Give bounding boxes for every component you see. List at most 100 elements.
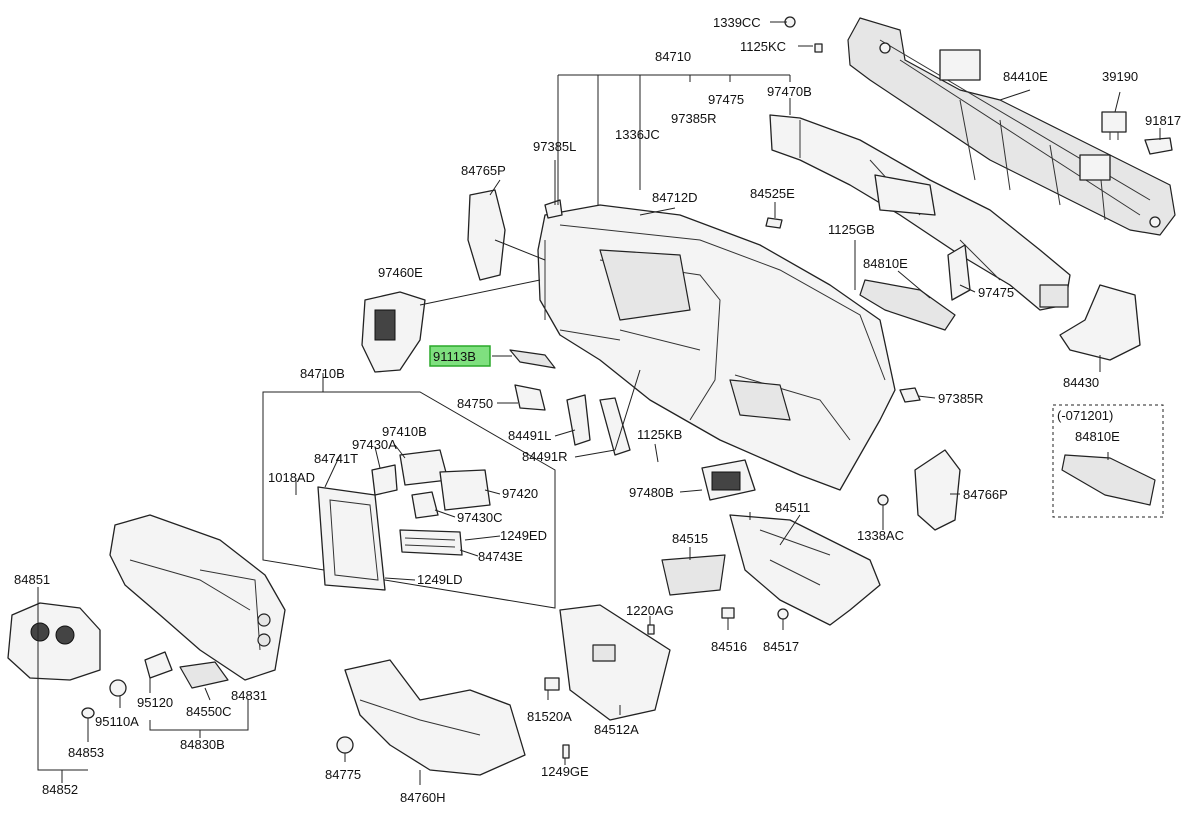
- label-84491R[interactable]: 84491R: [522, 449, 568, 464]
- vent-97480B: [701, 459, 756, 501]
- panel-84515: [661, 554, 726, 596]
- label-84525E[interactable]: 84525E: [750, 186, 795, 201]
- label-1125KC[interactable]: 1125KC: [740, 39, 786, 54]
- label-97475[interactable]: 97475: [978, 285, 1014, 300]
- optional-part-box: [1052, 404, 1164, 518]
- bracket-84430: [1059, 284, 1141, 361]
- part-84525E: [765, 217, 783, 229]
- label-84750[interactable]: 84750: [457, 396, 493, 411]
- label-97385R-top[interactable]: 97385R: [671, 111, 717, 126]
- label-84760H[interactable]: 84760H: [400, 790, 446, 805]
- label-84810E-optional[interactable]: 84810E: [1075, 429, 1120, 444]
- label-1336JC[interactable]: 1336JC: [615, 127, 660, 142]
- label-84765P[interactable]: 84765P: [461, 163, 506, 178]
- socket-95110A: [109, 679, 127, 697]
- label-97430C[interactable]: 97430C: [457, 510, 503, 525]
- ring-84853: [81, 707, 95, 719]
- cover-84766P: [914, 449, 961, 531]
- label-84550C[interactable]: 84550C: [186, 704, 232, 719]
- label-97480B[interactable]: 97480B: [629, 485, 674, 500]
- label-84853[interactable]: 84853: [68, 745, 104, 760]
- label-84517[interactable]: 84517: [763, 639, 799, 654]
- label-1338AC[interactable]: 1338AC: [857, 528, 904, 543]
- center-fascia-group: [262, 391, 556, 609]
- bolt-1338AC: [877, 494, 889, 506]
- air-duct: [769, 114, 1071, 311]
- bracket-84491L: [566, 394, 591, 446]
- socket-95120: [144, 651, 173, 679]
- cluster-facia: [109, 514, 286, 681]
- label-1220AG[interactable]: 1220AG: [626, 603, 674, 618]
- label-84512A[interactable]: 84512A: [594, 722, 639, 737]
- cluster-84851: [7, 602, 101, 681]
- part-97385L: [544, 199, 563, 219]
- label-84741T[interactable]: 84741T: [314, 451, 358, 466]
- part-97385R: [899, 387, 921, 403]
- label-97460E[interactable]: 97460E: [378, 265, 423, 280]
- label-84516[interactable]: 84516: [711, 639, 747, 654]
- label-1249ED[interactable]: 1249ED: [500, 528, 547, 543]
- label-1339CC[interactable]: 1339CC: [713, 15, 761, 30]
- label-1249LD[interactable]: 1249LD: [417, 572, 463, 587]
- label-84852[interactable]: 84852: [42, 782, 78, 797]
- labels: 1339CC 1125KC 84710 84410E 39190 97475 9…: [14, 15, 1181, 805]
- label-97385L[interactable]: 97385L: [533, 139, 576, 154]
- label-84766P[interactable]: 84766P: [963, 487, 1008, 502]
- label-071201[interactable]: (-071201): [1057, 408, 1113, 423]
- screw-1249GE: [562, 744, 570, 759]
- label-84830B[interactable]: 84830B: [180, 737, 225, 752]
- label-84430[interactable]: 84430: [1063, 375, 1099, 390]
- label-97470B[interactable]: 97470B: [767, 84, 812, 99]
- label-1018AD[interactable]: 1018AD: [268, 470, 315, 485]
- clip-84516: [721, 607, 735, 619]
- label-84710B[interactable]: 84710B: [300, 366, 345, 381]
- label-84491L[interactable]: 84491L: [508, 428, 551, 443]
- clip-84517: [777, 608, 789, 620]
- label-95110A[interactable]: 95110A: [95, 714, 139, 729]
- label-84712D[interactable]: 84712D: [652, 190, 698, 205]
- label-97385R[interactable]: 97385R: [938, 391, 984, 406]
- label-1125KB[interactable]: 1125KB: [637, 427, 682, 442]
- label-39190[interactable]: 39190: [1102, 69, 1138, 84]
- side-vent-97460E: [361, 291, 426, 373]
- label-84831[interactable]: 84831: [231, 688, 267, 703]
- bracket-84750: [514, 384, 546, 411]
- label-84511[interactable]: 84511: [775, 500, 810, 515]
- screw-1220AG: [647, 624, 655, 635]
- label-97410B[interactable]: 97410B: [382, 424, 427, 439]
- relay-39190: [1101, 111, 1127, 140]
- clip-91817: [1144, 137, 1173, 155]
- glove-housing-84511: [729, 514, 881, 626]
- button-84775: [336, 736, 354, 754]
- label-84410E[interactable]: 84410E: [1003, 69, 1048, 84]
- label-1125GB[interactable]: 1125GB: [828, 222, 875, 237]
- main-crash-pad: [537, 204, 896, 491]
- bolt-1125KC: [814, 43, 823, 53]
- part-91113B: [509, 349, 556, 369]
- label-84743E[interactable]: 84743E: [478, 549, 523, 564]
- label-84851[interactable]: 84851: [14, 572, 50, 587]
- label-1249GE[interactable]: 1249GE: [541, 764, 589, 779]
- leader-lines: [37, 21, 1161, 785]
- label-97430A[interactable]: 97430A: [352, 437, 397, 452]
- lower-panel: [344, 659, 526, 776]
- label-84775[interactable]: 84775: [325, 767, 361, 782]
- label-84515[interactable]: 84515: [672, 531, 708, 546]
- label-95120[interactable]: 95120: [137, 695, 173, 710]
- latch-81520A: [544, 677, 560, 691]
- highlight-91113B: [429, 345, 491, 367]
- label-97420[interactable]: 97420: [502, 486, 538, 501]
- label-81520A[interactable]: 81520A: [527, 709, 572, 724]
- part-84550C: [179, 661, 229, 689]
- side-trim-84765P: [467, 189, 506, 281]
- glove-box-84512A: [559, 604, 671, 721]
- bracket-84491R: [599, 397, 631, 456]
- label-91817[interactable]: 91817: [1145, 113, 1181, 128]
- label-84710[interactable]: 84710: [655, 49, 691, 64]
- label-84810E[interactable]: 84810E: [863, 256, 908, 271]
- label-97475-top[interactable]: 97475: [708, 92, 744, 107]
- label-91113B[interactable]: 91113B: [433, 349, 476, 364]
- cowl-cross-bar: [847, 17, 1176, 236]
